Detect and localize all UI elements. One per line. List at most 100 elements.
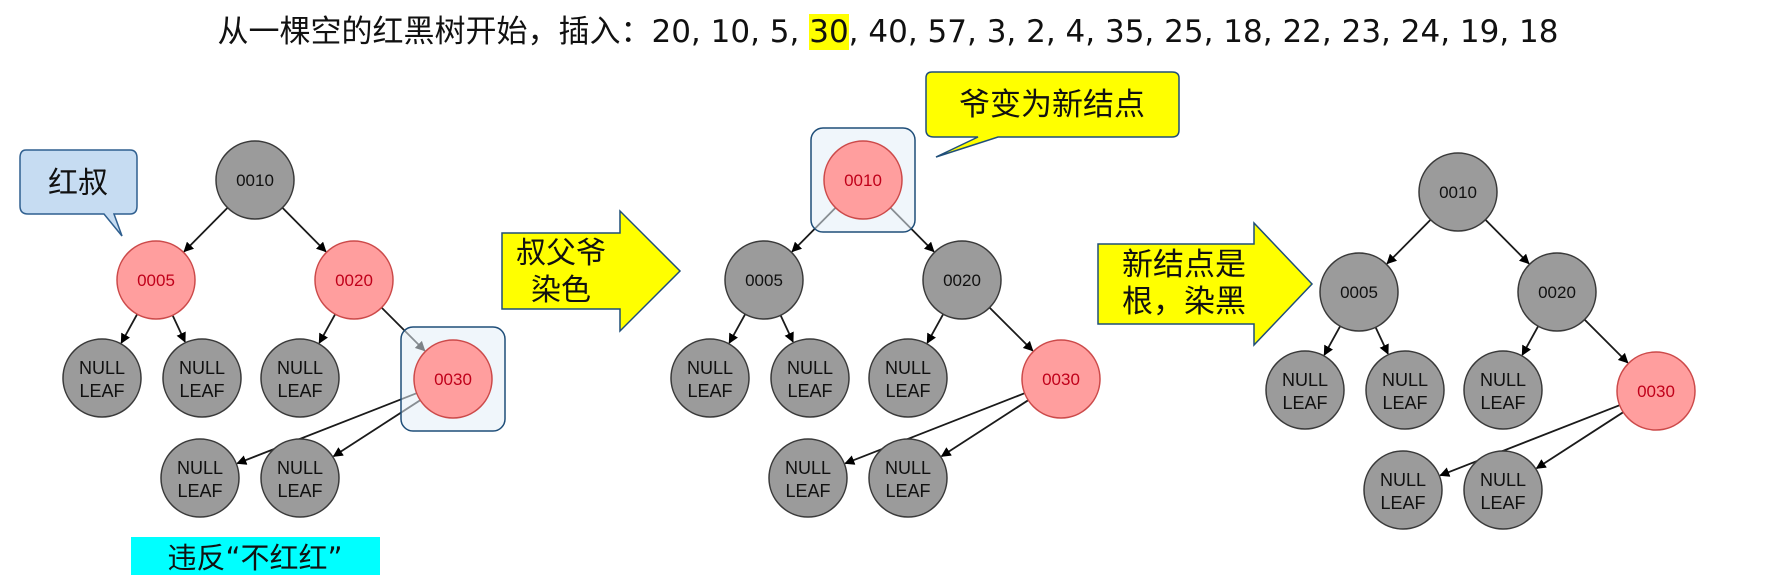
tree-node-0020: 0020 <box>314 240 394 320</box>
tree-edge <box>236 392 418 465</box>
tree-edge <box>1535 411 1624 470</box>
leaf-label-line2: LEAF <box>1282 393 1327 413</box>
violation-note-text: 违反“不红红” <box>167 541 342 575</box>
tree-edge <box>926 313 944 344</box>
tree-panel-3: NULL LEAF NULL LEAF NULL LEAF NULL LEAF NULL LEAF… <box>1265 152 1696 530</box>
arrow-root-black-line1: 新结点是 <box>1122 247 1246 283</box>
node-label: 0020 <box>1538 283 1576 302</box>
tree-edge <box>1386 219 1432 265</box>
leaf-label-line2: LEAF <box>687 381 732 401</box>
null-leaf-node: NULL LEAF <box>670 338 750 418</box>
node-label: 0030 <box>1637 382 1675 401</box>
leaf-label-line2: LEAF <box>785 481 830 501</box>
tree-node-0030: 0030 <box>1021 339 1101 419</box>
node-label: 0020 <box>335 271 373 290</box>
callout-red-uncle: 红叔 <box>19 149 138 237</box>
null-leaf-node: NULL LEAF <box>868 338 948 418</box>
tree-edge <box>779 314 794 343</box>
callout-grandpa-new-node: 爷变为新结点 <box>925 71 1180 158</box>
trees-layer: NULL LEAF NULL LEAF NULL LEAF NULL LEAF NULL LEAF… <box>62 127 1696 530</box>
callout-red-uncle-text: 红叔 <box>48 166 108 201</box>
node-label: 0010 <box>1439 183 1477 202</box>
page-title: 从一棵空的红黑树开始，插入：20, 10, 5, 30, 40, 57, 3, … <box>217 14 1559 50</box>
tree-edge <box>1374 326 1389 355</box>
leaf-label-line2: LEAF <box>787 381 832 401</box>
tree-edge <box>728 313 746 344</box>
tree-edge <box>1583 318 1629 364</box>
tree-node-0020: 0020 <box>922 240 1002 320</box>
arrow-recolor: 叔父爷 染色 <box>501 209 682 333</box>
leaf-label-line1: NULL <box>885 358 931 378</box>
highlighted-value: 30 <box>809 14 849 50</box>
null-leaf-node: NULL LEAF <box>868 438 948 518</box>
null-leaf-node: NULL LEAF <box>1363 450 1443 530</box>
tree-edge <box>183 207 229 253</box>
arrow-recolor-line2: 染色 <box>531 273 591 308</box>
node-label: 0010 <box>844 171 882 190</box>
node-label: 0005 <box>1340 283 1378 302</box>
leaf-label-line1: NULL <box>79 358 125 378</box>
leaf-label-line1: NULL <box>787 358 833 378</box>
leaf-label-line1: NULL <box>1282 370 1328 390</box>
leaf-label-line1: NULL <box>1382 370 1428 390</box>
leaf-label-line1: NULL <box>885 458 931 478</box>
null-leaf-node: NULL LEAF <box>770 338 850 418</box>
tree-edge <box>171 314 186 343</box>
leaf-label-line1: NULL <box>1480 370 1526 390</box>
tree-node-0030: 0030 <box>1616 351 1696 431</box>
node-label: 0005 <box>745 271 783 290</box>
node-label: 0020 <box>943 271 981 290</box>
arrow-recolor-line1: 叔父爷 <box>516 236 606 271</box>
tree-edge <box>940 399 1029 458</box>
tree-node-0010: 0010 <box>215 140 295 220</box>
leaf-label-line2: LEAF <box>885 481 930 501</box>
tree-node-0030: 0030 <box>400 326 506 432</box>
leaf-label-line2: LEAF <box>885 381 930 401</box>
arrow-root-black: 新结点是 根，染黑 <box>1097 221 1314 347</box>
tree-edge <box>318 313 336 344</box>
null-leaf-node: NULL LEAF <box>1365 350 1445 430</box>
tree-edge <box>1484 219 1530 265</box>
leaf-label-line2: LEAF <box>79 381 124 401</box>
tree-node-0020: 0020 <box>1517 252 1597 332</box>
tree-edge <box>988 306 1034 352</box>
leaf-label-line2: LEAF <box>1380 493 1425 513</box>
callout-grandpa-text: 爷变为新结点 <box>959 87 1145 123</box>
violation-note: 违反“不红红” <box>131 537 380 575</box>
leaf-label-line1: NULL <box>687 358 733 378</box>
leaf-label-line2: LEAF <box>277 381 322 401</box>
leaf-label-line1: NULL <box>177 458 223 478</box>
leaf-label-line2: LEAF <box>277 481 322 501</box>
tree-edge <box>844 392 1026 465</box>
null-leaf-node: NULL LEAF <box>1463 350 1543 430</box>
node-label: 0010 <box>236 171 274 190</box>
tree-panel-1: NULLLEAFNULLLEAFNULLLEAFNULLLEAFNULLLEAF… <box>62 140 506 518</box>
node-label: 0005 <box>137 271 175 290</box>
tree-node-0005: 0005 <box>1319 252 1399 332</box>
leaf-label-line2: LEAF <box>1480 393 1525 413</box>
tree-edge <box>1439 404 1621 477</box>
tree-edge <box>1323 325 1341 356</box>
leaf-label-line2: LEAF <box>1480 493 1525 513</box>
tree-node-0005: 0005 <box>116 240 196 320</box>
null-leaf-node: NULL LEAF <box>1463 450 1543 530</box>
null-leaf-node: NULL LEAF <box>62 338 142 418</box>
tree-edge <box>120 313 138 344</box>
leaf-label-line1: NULL <box>1380 470 1426 490</box>
null-leaf-node: NULL LEAF <box>260 438 340 518</box>
leaf-label-line2: LEAF <box>1382 393 1427 413</box>
null-leaf-node: NULL LEAF <box>1265 350 1345 430</box>
tree-node-0010: 0010 <box>1418 152 1498 232</box>
tree-node-0010: 0010 <box>810 127 916 233</box>
leaf-label-line1: NULL <box>1480 470 1526 490</box>
tree-edge <box>281 207 327 253</box>
tree-panel-2: NULLLEAFNULLLEAFNULLLEAFNULLLEAFNULLLEAF… <box>670 127 1101 518</box>
arrow-root-black-line2: 根，染黑 <box>1122 284 1246 320</box>
tree-edge <box>1521 325 1539 356</box>
leaf-label-line1: NULL <box>277 458 323 478</box>
